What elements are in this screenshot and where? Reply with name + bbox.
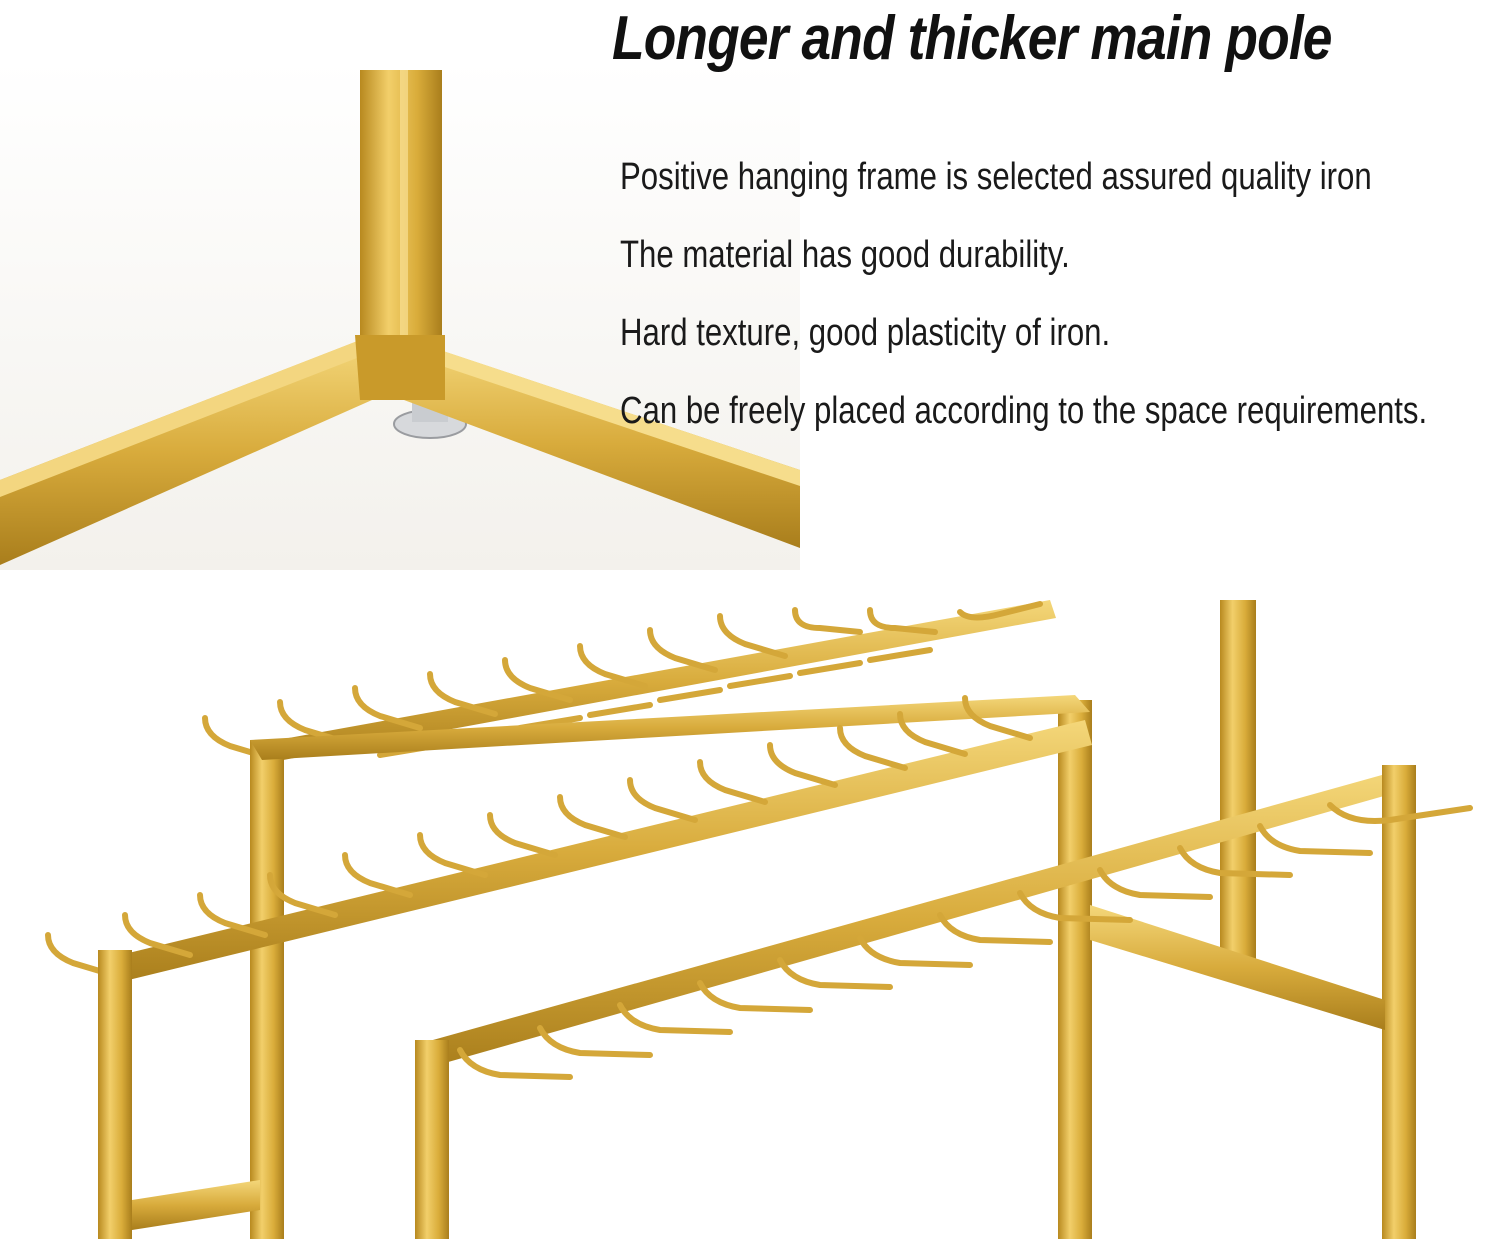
headline: Longer and thicker main pole xyxy=(612,4,1332,73)
hook-rack-photo xyxy=(45,600,1473,1239)
feature-item: Positive hanging frame is selected assur… xyxy=(620,156,1372,198)
frame-corner-photo xyxy=(0,60,800,570)
feature-list: Positive hanging frame is selected assur… xyxy=(620,138,1500,450)
feature-item: Hard texture, good plasticity of iron. xyxy=(620,312,1111,354)
feature-item: Can be freely placed according to the sp… xyxy=(620,390,1428,432)
frame-bar-right xyxy=(404,340,800,548)
frame-bar-left xyxy=(0,340,372,565)
feature-item: The material has good durability. xyxy=(620,234,1070,276)
